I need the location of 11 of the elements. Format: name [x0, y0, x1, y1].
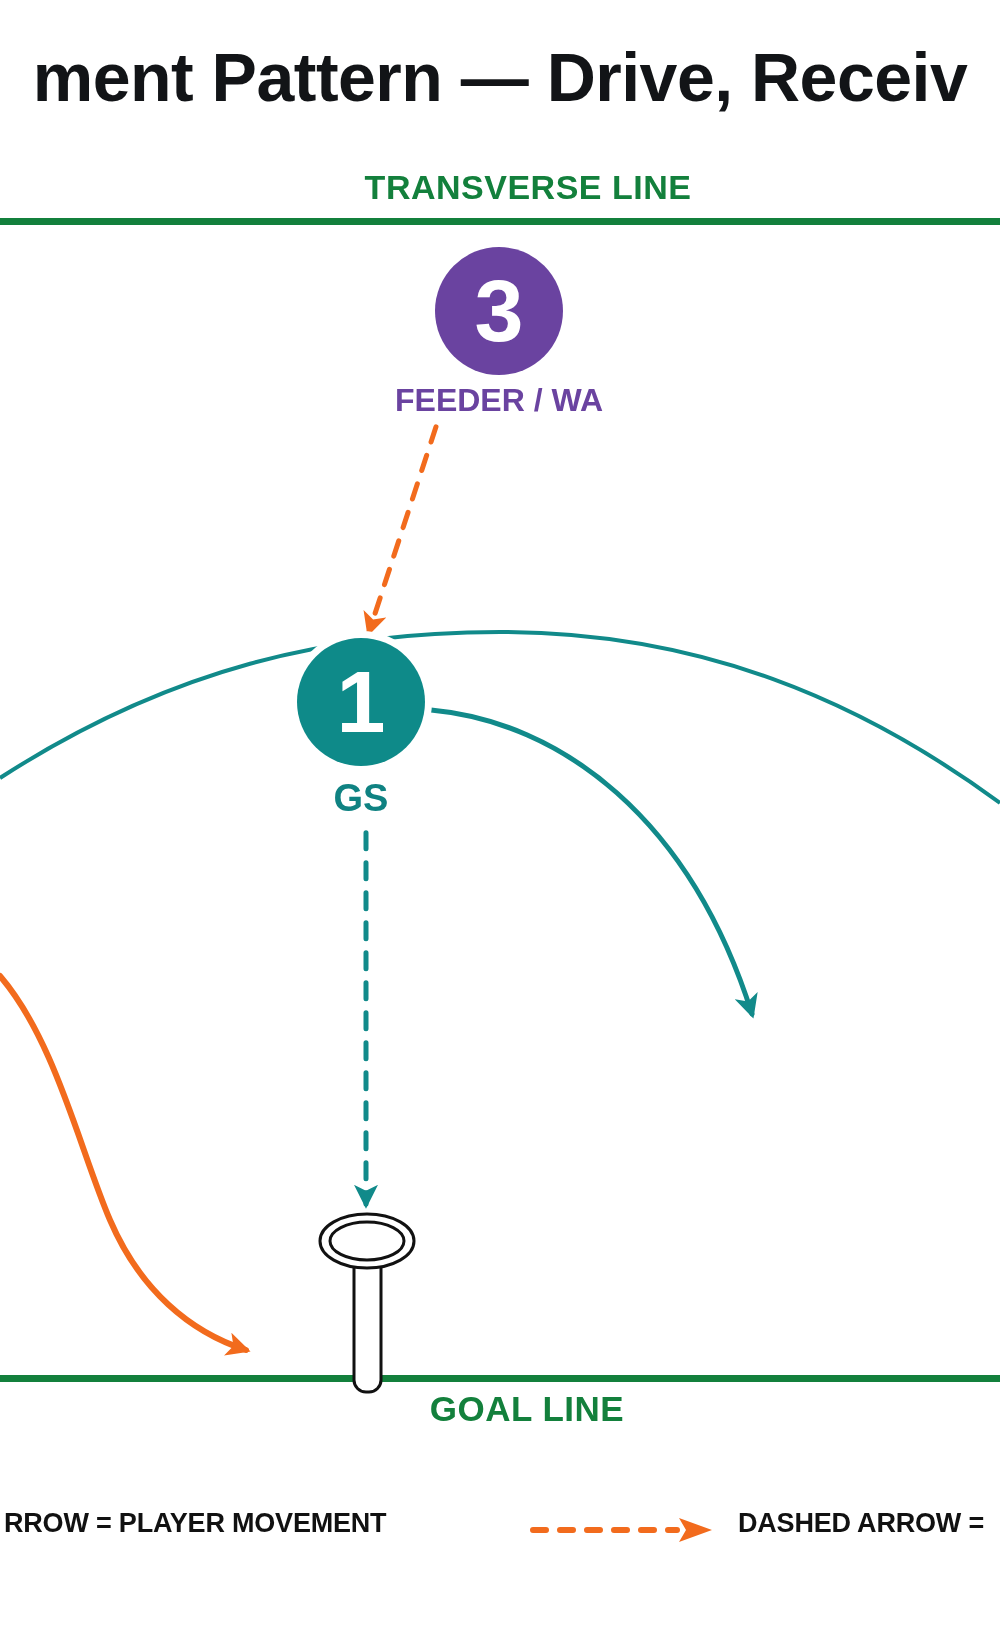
court-line-label: GOAL LINE [429, 1389, 625, 1430]
position-label: GS [333, 777, 389, 821]
player-number: 1 [336, 658, 386, 746]
position-label: FEEDER / WA [395, 382, 603, 419]
legend-text: RROW = PLAYER MOVEMENT [4, 1508, 387, 1540]
legend-text: DASHED ARROW = [738, 1508, 984, 1540]
goal-post [317, 1212, 417, 1394]
title: ment Pattern — Drive, Receiv [32, 38, 968, 117]
court-line-label: TRANSVERSE LINE [364, 168, 692, 208]
player-number: 3 [474, 267, 524, 355]
dashed-arrow [354, 830, 378, 1209]
